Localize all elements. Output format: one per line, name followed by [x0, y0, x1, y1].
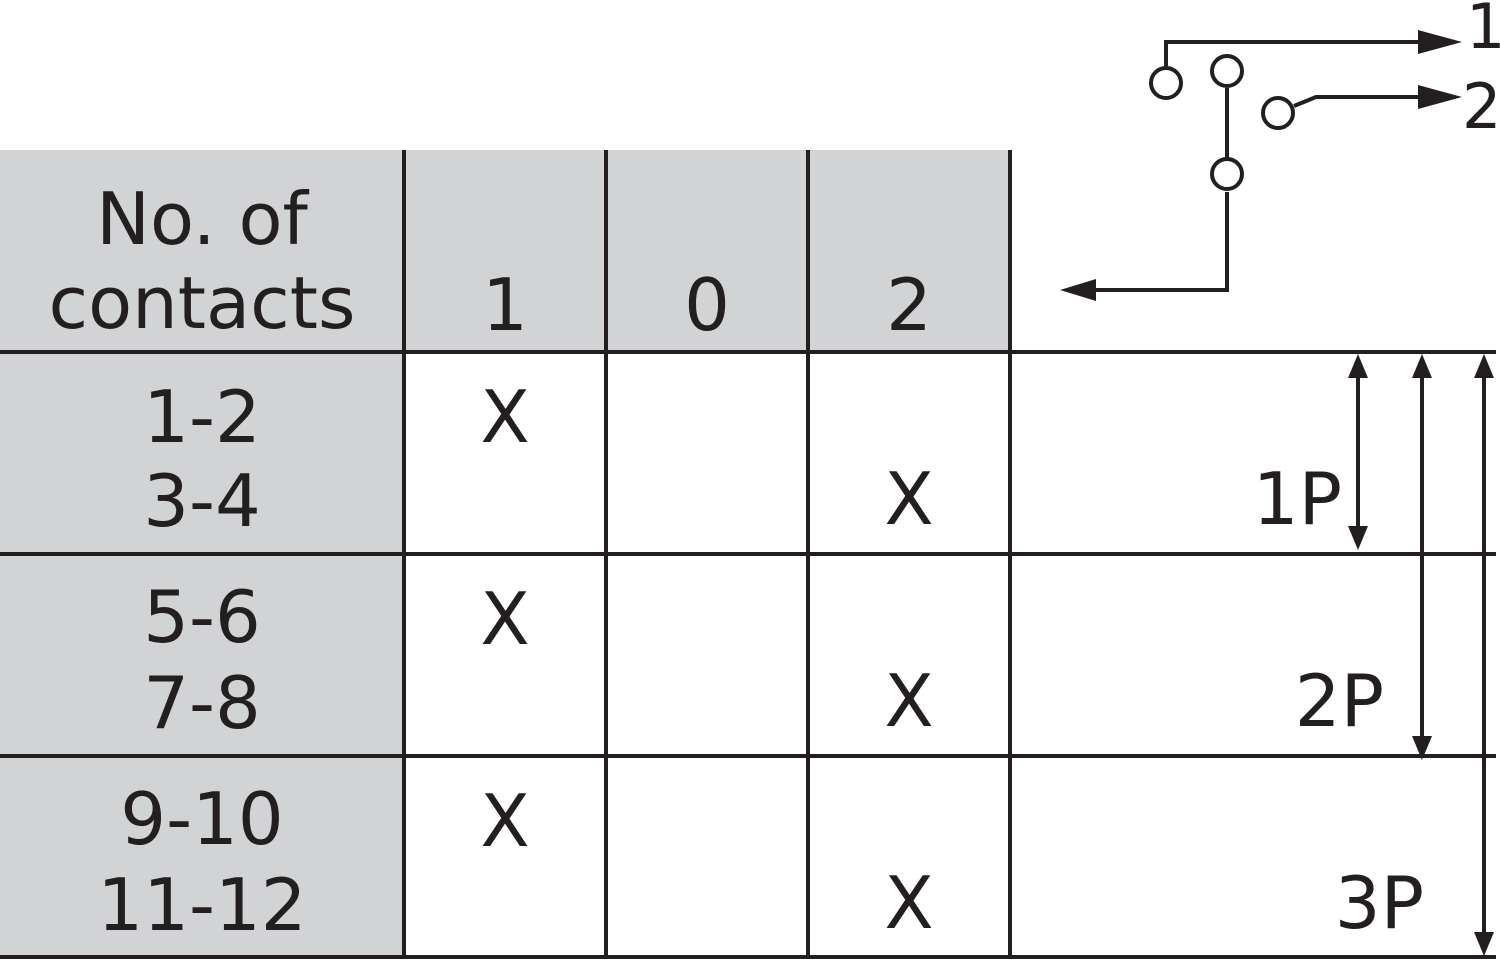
contacts-label: 11-12 — [97, 863, 306, 947]
switch-output-label-1: 1 — [1466, 0, 1500, 63]
contacts-label: 7-8 — [143, 661, 261, 745]
input-arrow-head — [1060, 279, 1096, 301]
contact-terminal — [1210, 54, 1244, 88]
position-header-2: 2 — [886, 263, 932, 347]
table-grid — [0, 150, 1496, 959]
pole-span-arrow-3p — [1474, 354, 1494, 956]
pole-label-1p: 1P — [1253, 457, 1342, 541]
pole-span-arrow-2p — [1412, 354, 1432, 760]
pole-label-3p: 3P — [1335, 861, 1424, 945]
contact-closed-mark: X — [884, 861, 933, 945]
contact-terminal — [1261, 96, 1295, 130]
header-row-shading — [0, 150, 1010, 352]
position-header-1: 1 — [482, 263, 528, 347]
position-header-0: 0 — [684, 263, 730, 347]
contact-closed-mark: X — [480, 375, 529, 459]
output-arrow-head-2 — [1418, 85, 1462, 109]
switch-output-label-2: 2 — [1462, 70, 1500, 143]
switch-symbol — [1060, 30, 1462, 301]
contact-closed-mark: X — [884, 659, 933, 743]
contact-closed-mark: X — [480, 779, 529, 863]
contacts-label: 9-10 — [120, 777, 283, 861]
pole-span-arrows — [1348, 354, 1494, 956]
output-arrow-head-1 — [1418, 30, 1462, 54]
contacts-label: 5-6 — [143, 575, 261, 659]
contacts-label: 1-2 — [143, 375, 261, 459]
contact-closed-mark: X — [480, 577, 529, 661]
pole-label-2p: 2P — [1295, 659, 1384, 743]
contacts-column-shading — [0, 352, 404, 958]
pole-span-arrow-1p — [1348, 354, 1368, 550]
contact-terminal — [1149, 66, 1183, 100]
header-label-line2: contacts — [49, 261, 356, 345]
contact-closed-mark: X — [884, 457, 933, 541]
contact-terminal-common — [1210, 157, 1244, 191]
header-label-line1: No. of — [96, 177, 309, 261]
contacts-label: 3-4 — [143, 459, 261, 543]
